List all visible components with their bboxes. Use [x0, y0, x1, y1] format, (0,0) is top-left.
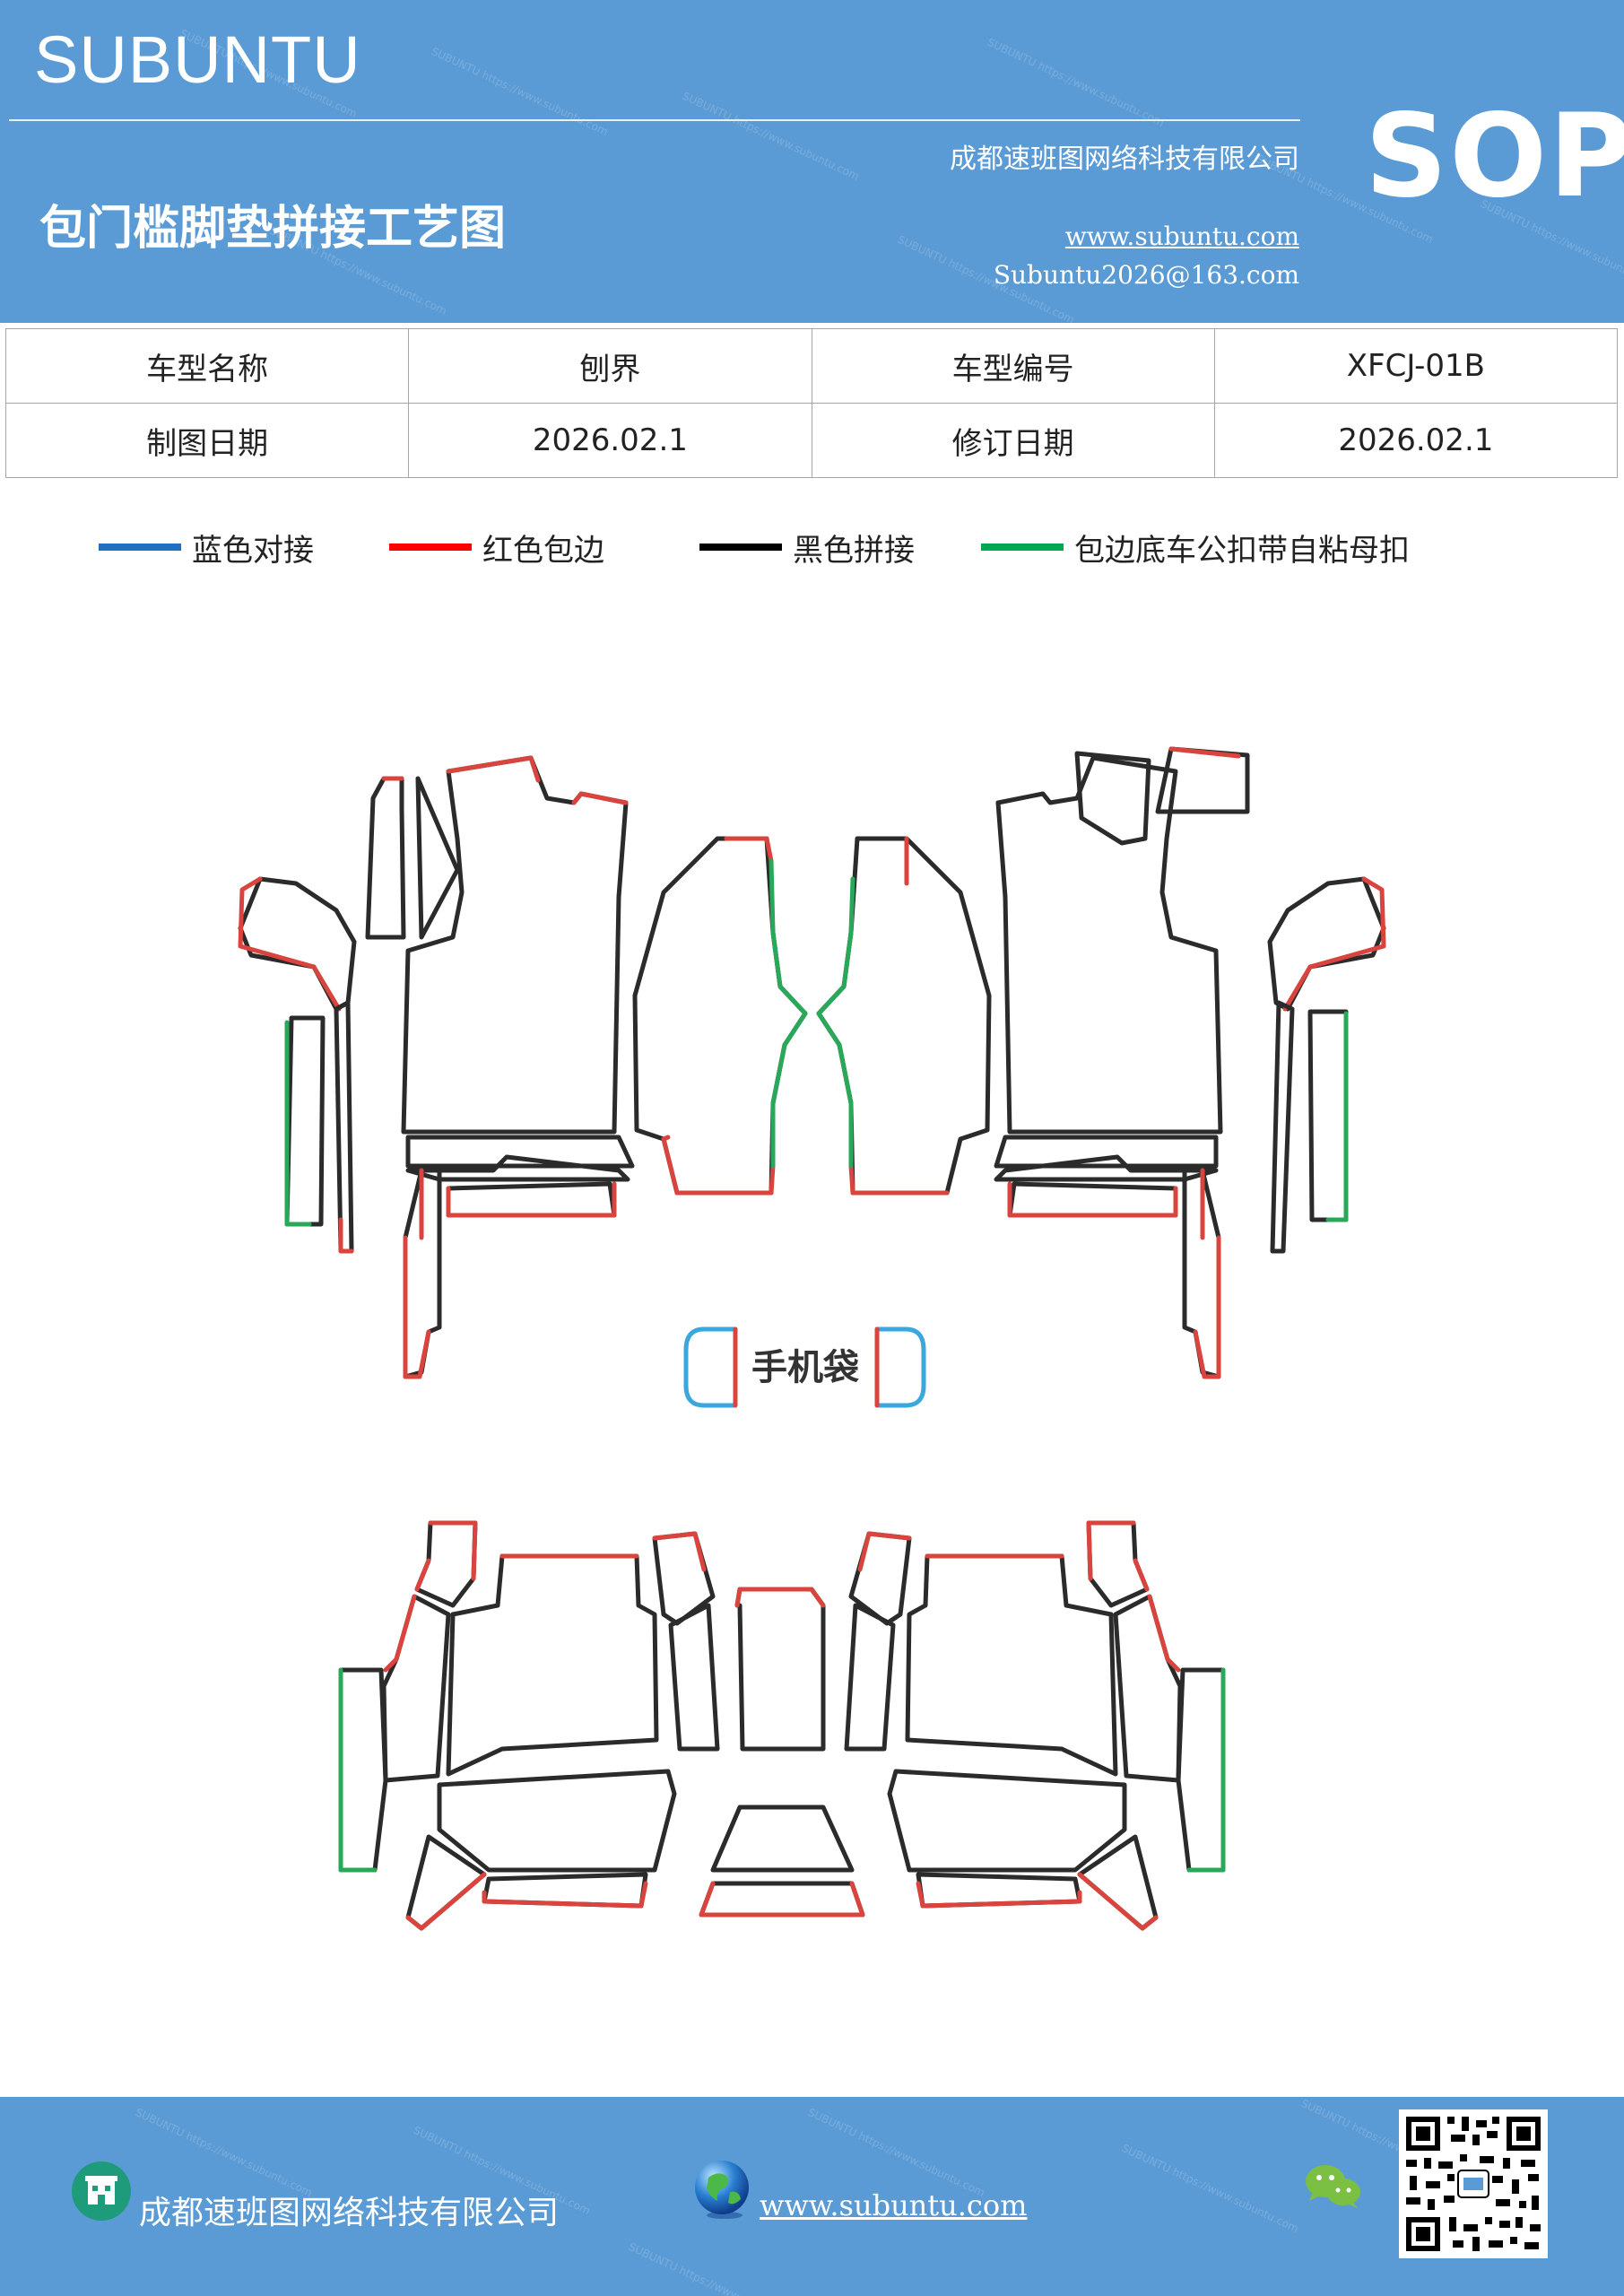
mat-piece — [1074, 751, 1151, 846]
sop-badge: SOP — [1365, 90, 1624, 223]
email-address: Subuntu2026@163.com — [993, 260, 1299, 290]
mat-piece — [415, 776, 460, 940]
value-draw-date: 2026.02.1 — [408, 403, 812, 478]
svg-text:SUBUNTU https://www.subuntu.co: SUBUNTU https://www.subuntu.com — [986, 36, 1167, 129]
svg-text:SUBUNTU https://www.subuntu.co: SUBUNTU https://www.subuntu.com — [1120, 2142, 1301, 2235]
label-draw-date: 制图日期 — [4, 403, 410, 478]
table-row: 制图日期 2026.02.1 修订日期 2026.02.1 — [4, 403, 1619, 478]
brand-name: SUBUNTU — [34, 22, 361, 97]
legend-swatch-red — [389, 544, 472, 551]
legend-label: 包边底车公扣带自粘母扣 — [1074, 532, 1410, 569]
vehicle-info-table: 车型名称 刨界 车型编号 XFCJ-01B 制图日期 2026.02.1 修订日… — [4, 328, 1619, 478]
mat-piece — [887, 1769, 1127, 1873]
mat-piece — [437, 1769, 677, 1873]
mat-piece — [632, 836, 808, 1196]
legend-item-red: 红色包边 — [389, 520, 604, 574]
footer-website-link[interactable]: www.subuntu.com — [760, 2188, 1028, 2222]
header-banner: SUBUNTU https://www.subuntu.com SUBUNTU … — [0, 0, 1624, 323]
color-legend: 蓝色对接 红色包边 黑色拼接 包边底车公扣带自粘母扣 — [0, 520, 1624, 583]
legend-swatch-blue — [99, 544, 181, 551]
qr-code — [1399, 2109, 1548, 2258]
label-revise-date: 修订日期 — [811, 403, 1215, 478]
mat-piece — [365, 776, 406, 940]
mat-piece — [401, 755, 629, 1135]
mat-piece — [381, 1594, 451, 1783]
mat-piece — [238, 876, 357, 1012]
globe-icon — [695, 2161, 749, 2219]
mat-piece — [1007, 1181, 1178, 1218]
mat-piece — [338, 1667, 388, 1873]
mat-piece — [1307, 1009, 1349, 1222]
svg-text:SUBUNTU https://www.subuntu.co: SUBUNTU https://www.subuntu.com — [627, 2240, 808, 2296]
mat-piece — [734, 1587, 826, 1752]
website-link[interactable]: www.subuntu.com — [1064, 222, 1299, 251]
svg-text:SUBUNTU https://www.subuntu.co: SUBUNTU https://www.subuntu.com — [681, 90, 862, 183]
legend-item-green: 包边底车公扣带自粘母扣 — [981, 520, 1410, 574]
svg-text:SUBUNTU https://www.subuntu.co: SUBUNTU https://www.subuntu.com — [134, 2106, 315, 2199]
upper-left-pieces — [238, 755, 808, 1379]
label-vehicle-name: 车型名称 — [4, 328, 410, 404]
footer-banner: SUBUNTU https://www.subuntu.com SUBUNTU … — [0, 2097, 1624, 2296]
label-vehicle-code: 车型编号 — [811, 328, 1215, 404]
document-title: 包门槛脚垫拼接工艺图 — [39, 202, 507, 256]
mat-piece — [1113, 1594, 1183, 1783]
mat-piece — [1270, 1000, 1295, 1254]
legend-label: 黑色拼接 — [793, 532, 915, 569]
svg-text:SUBUNTU https://www.subuntu.co: SUBUNTU https://www.subuntu.com — [430, 45, 611, 138]
mat-piece — [816, 836, 992, 1196]
mat-piece — [668, 1603, 720, 1752]
lower-left-pieces — [338, 1520, 720, 1931]
company-name: 成都速班图网络科技有限公司 — [950, 144, 1299, 175]
footer-company-name: 成都速班图网络科技有限公司 — [139, 2195, 560, 2231]
header-divider — [9, 119, 1300, 121]
mat-piece — [284, 1015, 326, 1227]
mat-piece — [446, 1181, 617, 1218]
phone-pocket — [683, 1326, 926, 1408]
mat-piece — [1267, 876, 1386, 1012]
mat-piece — [699, 1881, 865, 1918]
mat-piece — [994, 1135, 1219, 1169]
table-row: 车型名称 刨界 车型编号 XFCJ-01B — [4, 328, 1619, 404]
legend-label: 红色包边 — [482, 532, 604, 569]
wechat-icon[interactable] — [1302, 2160, 1365, 2213]
mat-piece — [446, 1553, 659, 1777]
lower-center-pieces — [699, 1587, 865, 1918]
mat-piece — [334, 1000, 354, 1254]
phone-pocket-label: 手机袋 — [751, 1347, 859, 1388]
legend-swatch-black — [699, 544, 782, 551]
mat-piece — [710, 1805, 855, 1873]
legend-item-black: 黑色拼接 — [699, 520, 915, 574]
mat-piece — [405, 1135, 635, 1169]
legend-swatch-green — [981, 544, 1064, 551]
mat-piece — [1176, 1667, 1226, 1873]
mat-piece — [995, 755, 1223, 1135]
legend-item-blue: 蓝色对接 — [99, 520, 314, 574]
lower-right-pieces — [844, 1520, 1226, 1931]
upper-right-pieces — [816, 746, 1386, 1379]
legend-label: 蓝色对接 — [192, 532, 314, 569]
value-vehicle-name: 刨界 — [408, 328, 812, 404]
value-revise-date: 2026.02.1 — [1213, 403, 1619, 478]
mat-piece — [844, 1603, 896, 1752]
building-icon — [72, 2161, 131, 2221]
svg-text:SUBUNTU https://www.subuntu.co: SUBUNTU https://www.subuntu.com — [806, 2106, 987, 2199]
mat-layout-diagram: 手机袋 — [238, 746, 1386, 1931]
mat-piece — [905, 1553, 1118, 1777]
value-vehicle-code: XFCJ-01B — [1213, 328, 1619, 404]
